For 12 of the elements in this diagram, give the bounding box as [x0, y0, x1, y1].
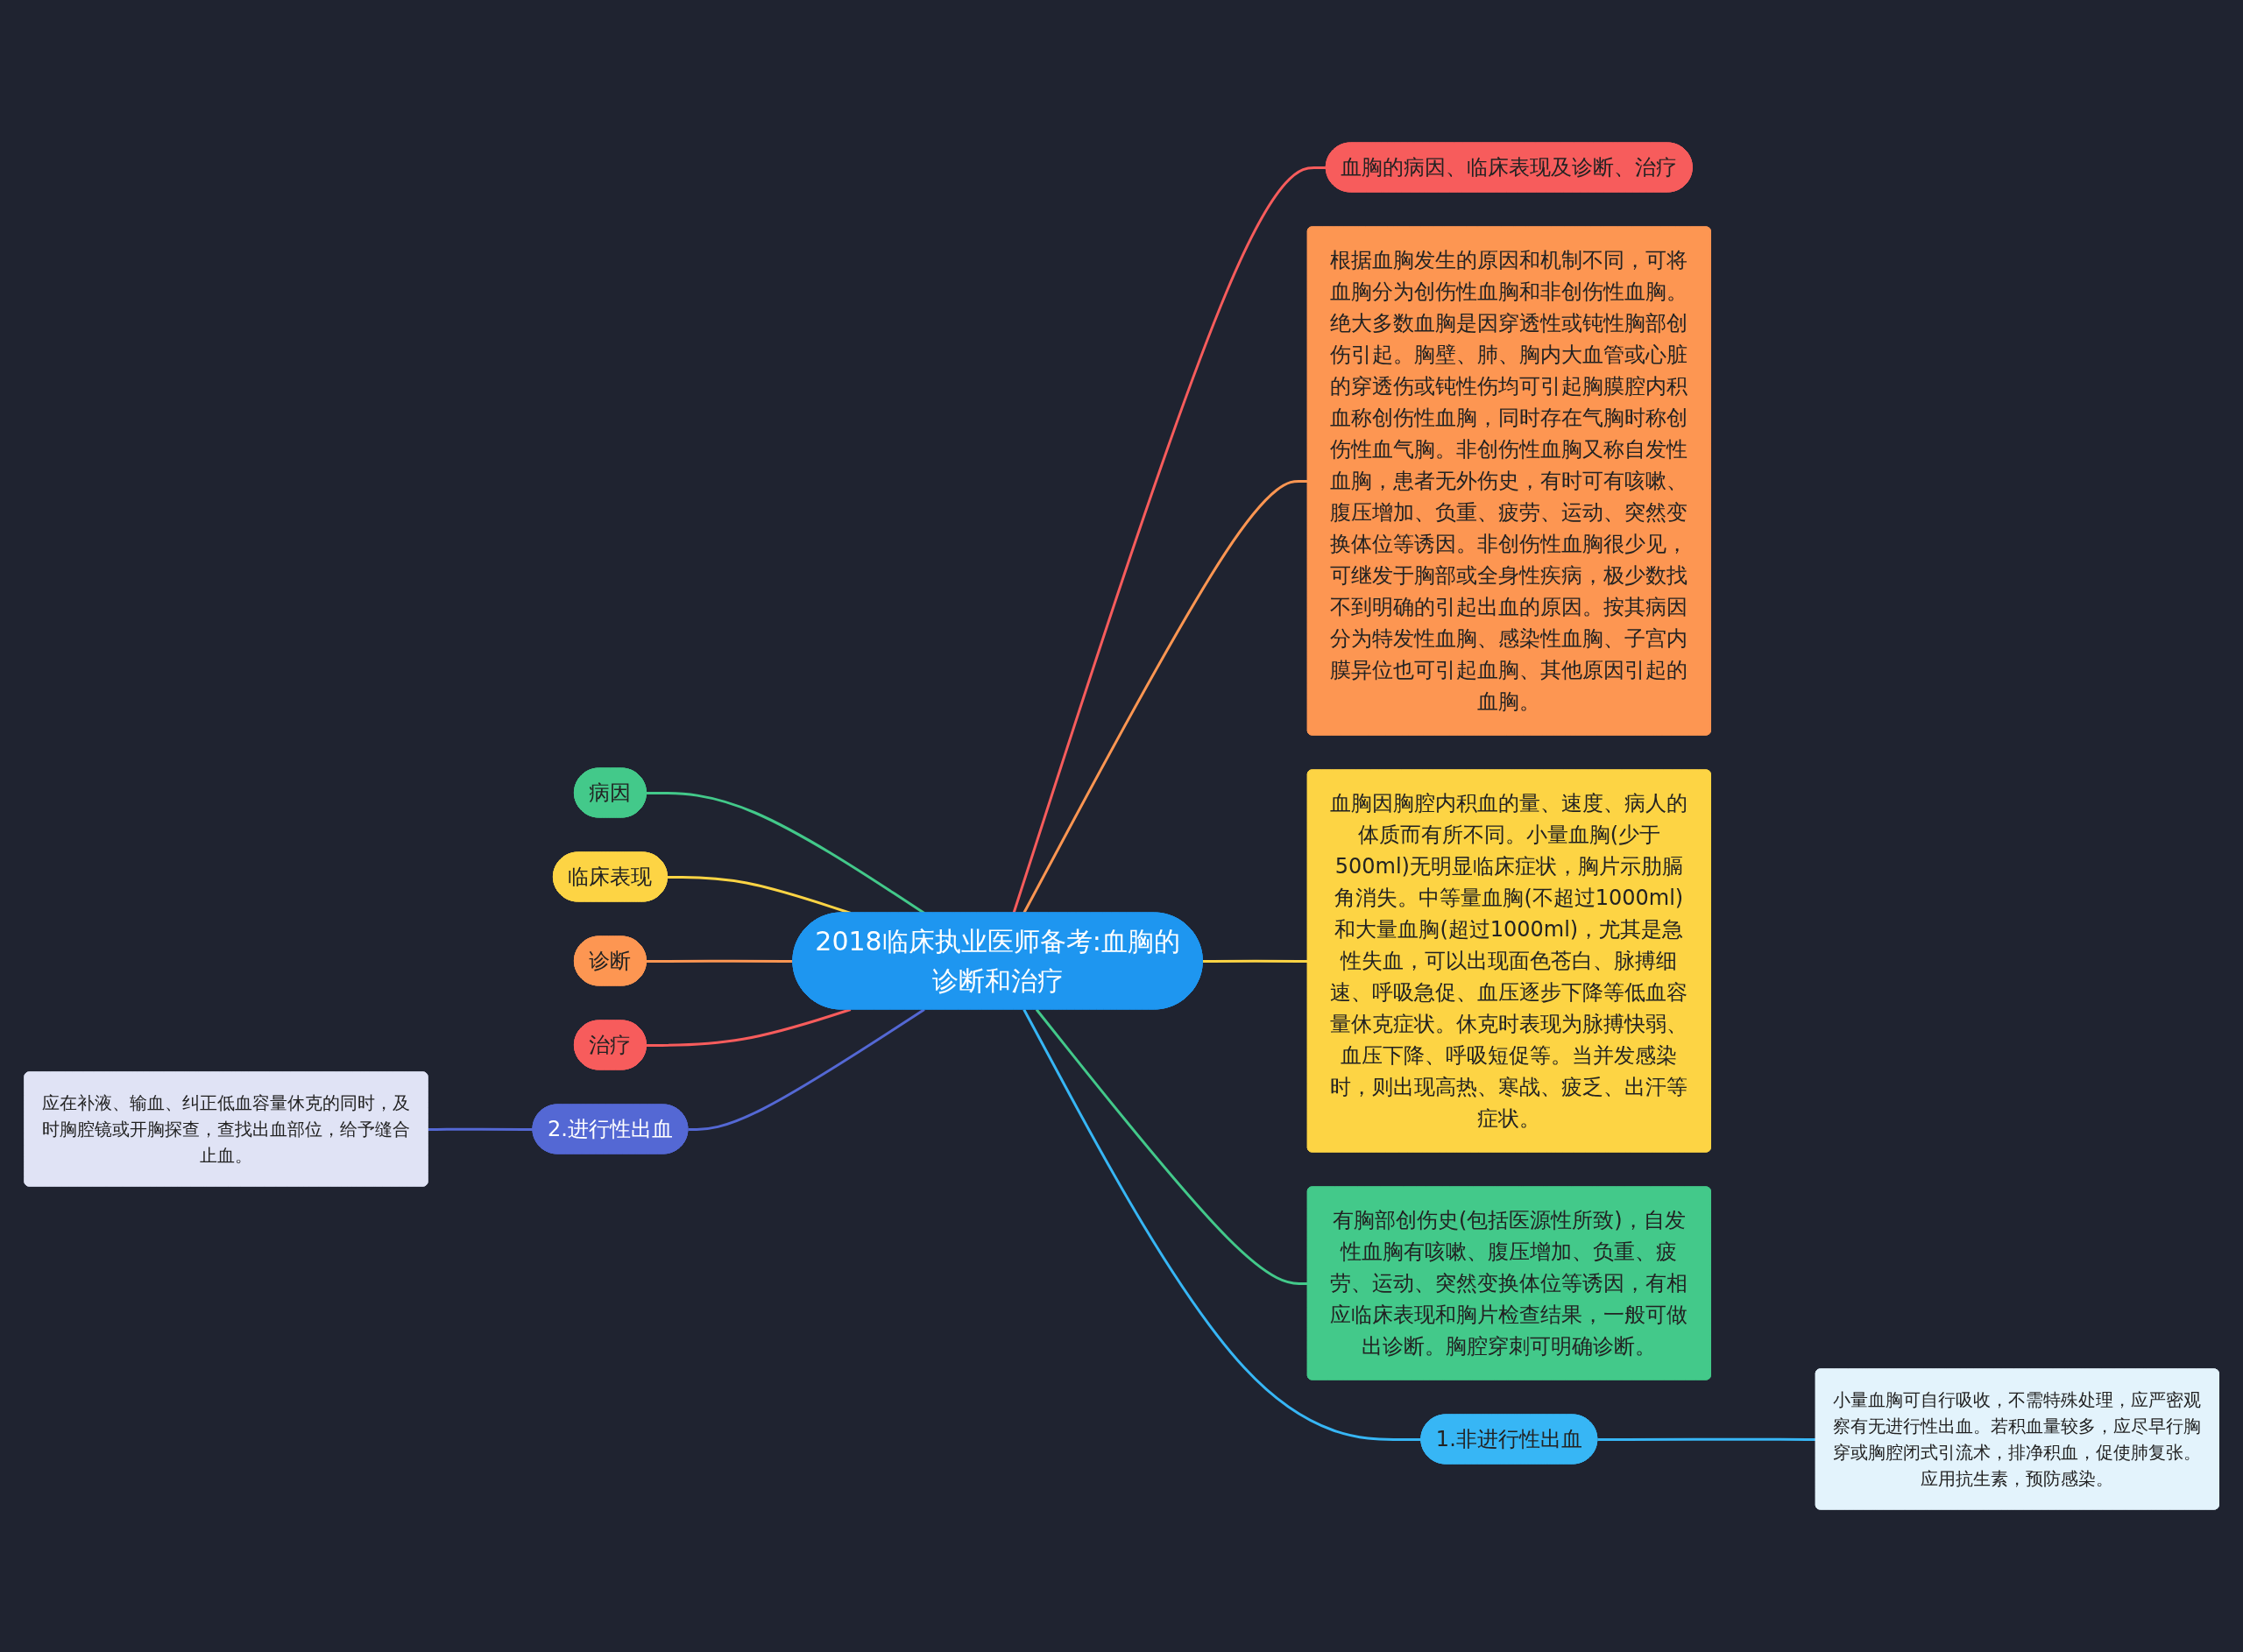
connector: [1022, 479, 1308, 914]
connector: [646, 791, 925, 914]
connector: [428, 1127, 534, 1131]
connector: [1012, 166, 1327, 914]
connector: [667, 875, 852, 914]
connector: [1035, 1008, 1308, 1285]
connector: [646, 1008, 852, 1047]
connector: [1022, 1008, 1422, 1441]
connector: [688, 1008, 925, 1131]
connector: [1597, 1437, 1816, 1441]
connector: [1202, 959, 1308, 963]
connector: [646, 959, 794, 963]
